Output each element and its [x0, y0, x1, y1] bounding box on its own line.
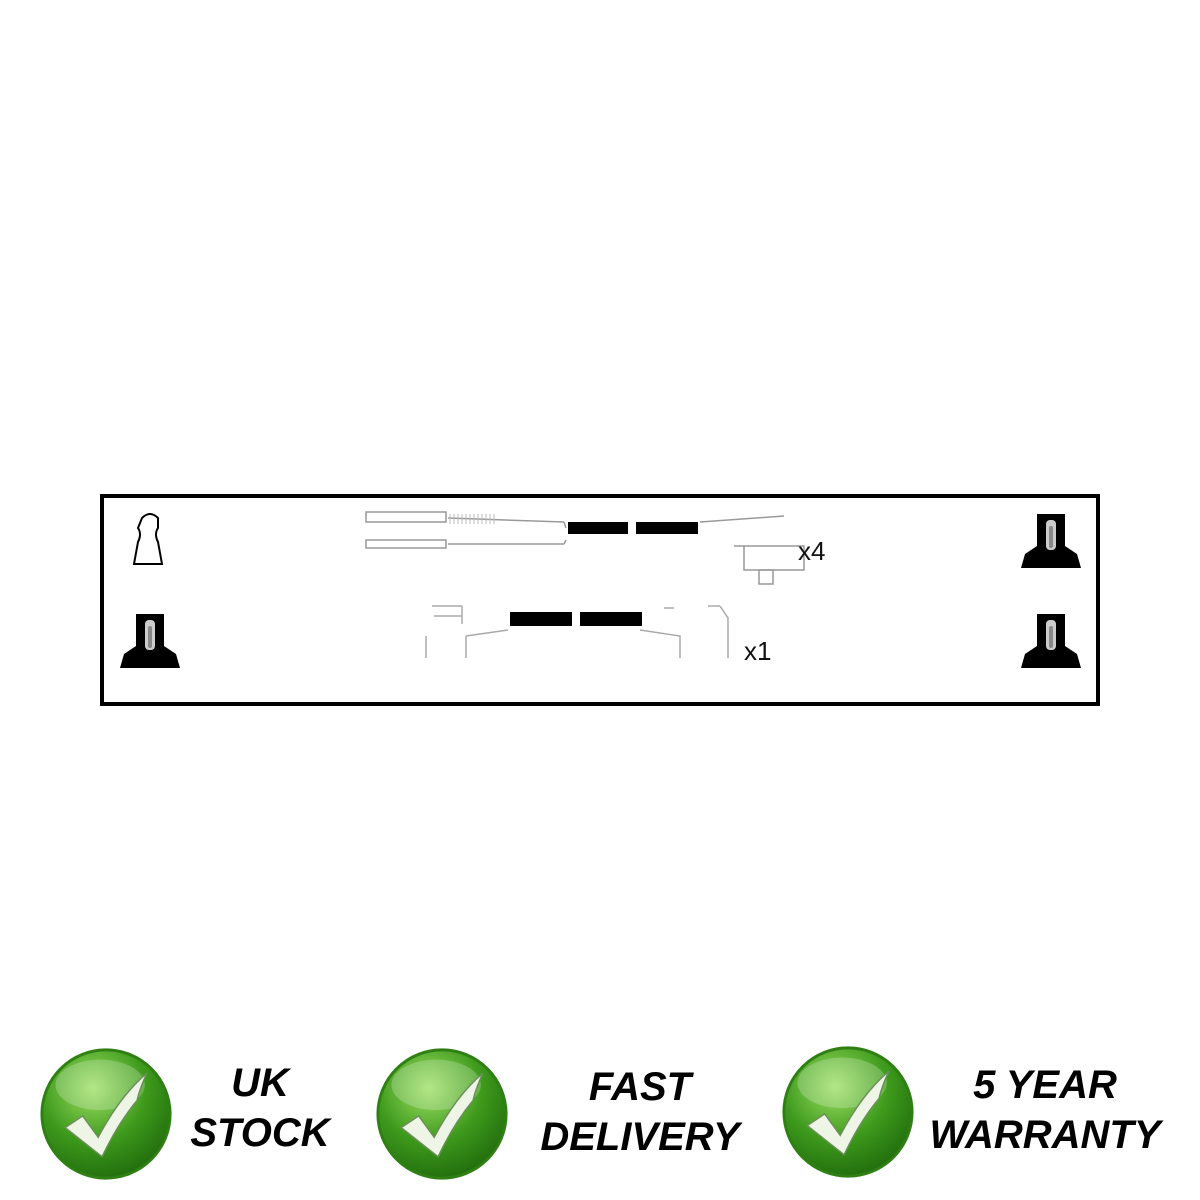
- coil-boot-icon: [1021, 614, 1081, 668]
- green-checkmark-icon: [38, 1046, 174, 1182]
- quantity-label: x1: [744, 636, 772, 666]
- badge-line1: FAST: [588, 1065, 692, 1109]
- lead-x1: [425, 605, 729, 658]
- quantity-label: x4: [798, 536, 826, 566]
- distributor-boot-icon: [120, 614, 180, 668]
- badge-line2: WARRANTY: [929, 1113, 1161, 1157]
- lead-x4: [365, 511, 805, 585]
- lead-drawings: [120, 511, 1081, 668]
- badge-line1: 5 YEAR: [973, 1063, 1117, 1107]
- coil-boot-icon: [1021, 514, 1081, 568]
- badge-line1: UK: [231, 1061, 289, 1105]
- green-checkmark-icon: [780, 1044, 916, 1180]
- badge-line2: DELIVERY: [540, 1115, 740, 1159]
- plug-terminal-icon: [132, 513, 164, 565]
- green-checkmark-icon: [374, 1046, 510, 1182]
- ignition-lead-diagram: x4 x1: [100, 494, 1100, 706]
- badge-line2: STOCK: [190, 1111, 330, 1155]
